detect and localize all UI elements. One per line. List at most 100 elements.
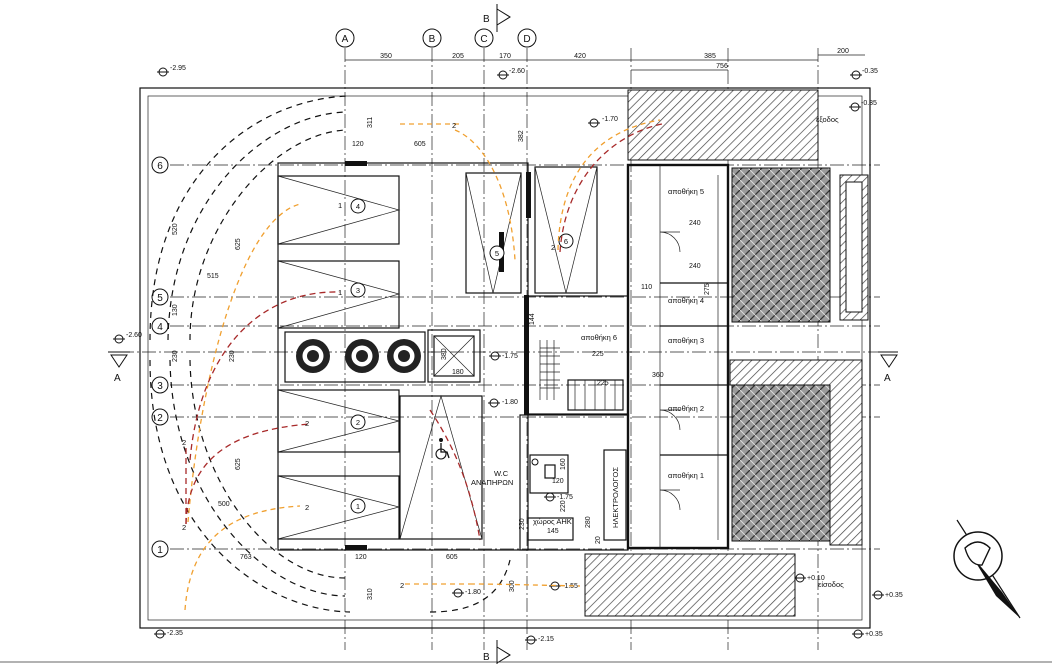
svg-text:240: 240	[689, 263, 701, 270]
svg-text:2: 2	[182, 523, 186, 532]
svg-text:-1.75: -1.75	[502, 353, 518, 360]
site-boundary	[139, 87, 871, 629]
svg-text:225: 225	[597, 380, 609, 387]
svg-text:2: 2	[305, 419, 309, 428]
level-marker: -2.35	[154, 629, 183, 639]
ahk-room	[527, 517, 574, 541]
svg-text:20: 20	[595, 536, 602, 544]
section-mark-a-right: A	[878, 351, 898, 384]
svg-text:500: 500	[218, 501, 230, 508]
svg-text:230: 230	[229, 350, 236, 362]
level-marker: -2.15	[525, 635, 554, 645]
ramp-arcs	[149, 95, 511, 613]
level-markers: -2.95 -2.60 -0.35 -0.35 -1.70 -2.60 -1.7…	[113, 65, 903, 645]
svg-text:-1.55: -1.55	[562, 583, 578, 590]
svg-text:130: 130	[172, 304, 179, 316]
svg-text:+0.35: +0.35	[885, 592, 903, 599]
svg-text:625: 625	[235, 458, 242, 470]
svg-text:-1.80: -1.80	[502, 399, 518, 406]
flow-markers: 1 1 2 2 2 2 2 2 2	[182, 121, 555, 590]
room-label: αποθήκη 1	[668, 471, 704, 480]
svg-text:5: 5	[495, 249, 499, 258]
svg-text:-1.75: -1.75	[557, 494, 573, 501]
svg-text:300: 300	[509, 580, 516, 592]
level-marker: +0.35	[872, 590, 903, 600]
dimension-chain-top: 350 205 170 420 385 200 756	[345, 48, 865, 71]
svg-text:280: 280	[585, 516, 592, 528]
svg-text:763: 763	[240, 554, 252, 561]
svg-text:420: 420	[574, 53, 586, 60]
axis-label-col: D	[523, 34, 530, 45]
svg-text:-0.35: -0.35	[862, 68, 878, 75]
svg-text:225: 225	[592, 351, 604, 358]
axis-label-col: C	[480, 34, 487, 45]
section-mark-b-top: B	[483, 4, 511, 32]
lift-shaft	[427, 329, 481, 383]
svg-text:-1.80: -1.80	[465, 589, 481, 596]
svg-text:A: A	[114, 373, 121, 384]
svg-text:+0.10: +0.10	[807, 575, 825, 582]
svg-text:120: 120	[552, 478, 564, 485]
room-label: αποθήκη 2	[668, 404, 704, 413]
svg-text:-0.35: -0.35	[861, 100, 877, 107]
svg-text:605: 605	[446, 554, 458, 561]
axis-label-row: 6	[157, 161, 163, 172]
svg-text:160: 160	[560, 458, 567, 470]
svg-text:756: 756	[716, 63, 728, 70]
room-label: ΑΝΑΠΗΡΩΝ	[471, 478, 513, 487]
svg-text:1: 1	[338, 201, 342, 210]
level-marker: -0.35	[850, 68, 878, 80]
axis-label-row: 1	[157, 545, 163, 556]
room-label: χώρος ΑΗΚ	[533, 517, 572, 526]
level-marker: -1.70	[588, 116, 618, 128]
north-arrow-icon	[953, 519, 1021, 619]
svg-text:2: 2	[400, 581, 404, 590]
svg-text:230: 230	[519, 518, 526, 530]
electrical-room	[603, 449, 627, 541]
level-marker: +0.10	[794, 573, 825, 583]
svg-text:4: 4	[356, 202, 360, 211]
axis-bubbles-columns: A B C D	[335, 28, 537, 48]
svg-text:200: 200	[837, 48, 849, 55]
storage-column	[626, 163, 730, 550]
exit-label: έξοδος	[816, 115, 839, 124]
svg-text:-1.70: -1.70	[602, 116, 618, 123]
svg-text:311: 311	[367, 117, 374, 128]
svg-text:180: 180	[452, 369, 464, 376]
level-marker: -2.60	[497, 68, 525, 80]
svg-text:144: 144	[529, 313, 536, 325]
room-labels: αποθήκη 5 αποθήκη 4 αποθήκη 3 αποθήκη 2 …	[471, 115, 844, 589]
parking-block	[277, 161, 598, 551]
tree-icon	[387, 339, 421, 373]
svg-text:350: 350	[380, 53, 392, 60]
svg-text:275: 275	[704, 283, 711, 295]
svg-text:2: 2	[551, 243, 555, 252]
level-marker: -0.35	[849, 100, 877, 112]
room-label: ΗΛΕΚΤΡΟΛΟΓΟΣ	[611, 467, 620, 528]
svg-text:515: 515	[207, 273, 219, 280]
svg-text:+0.35: +0.35	[865, 631, 883, 638]
parking-space	[534, 166, 598, 294]
svg-text:205: 205	[452, 53, 464, 60]
svg-text:220: 220	[560, 500, 567, 512]
wc-room	[529, 454, 569, 494]
svg-text:380: 380	[441, 348, 448, 360]
svg-text:2: 2	[305, 503, 309, 512]
axis-label-row: 2	[157, 413, 163, 424]
dimension-labels: 311 120 605 520 625 515 130 230 500 625 …	[172, 117, 711, 600]
parking-space-accessible	[399, 395, 483, 540]
parking-space	[277, 260, 400, 329]
room-label: W.C	[494, 469, 509, 478]
svg-text:110: 110	[641, 284, 652, 291]
svg-text:A: A	[884, 373, 891, 384]
svg-text:230: 230	[172, 350, 179, 362]
section-mark-a-left: A	[108, 351, 130, 384]
axis-label-col: B	[429, 34, 436, 45]
parking-space	[277, 175, 400, 245]
entry-label: είσοδος	[818, 580, 844, 589]
room-label: αποθήκη 5	[668, 187, 704, 196]
svg-text:520: 520	[172, 223, 179, 235]
svg-text:120: 120	[352, 141, 364, 148]
svg-text:B: B	[483, 652, 490, 663]
